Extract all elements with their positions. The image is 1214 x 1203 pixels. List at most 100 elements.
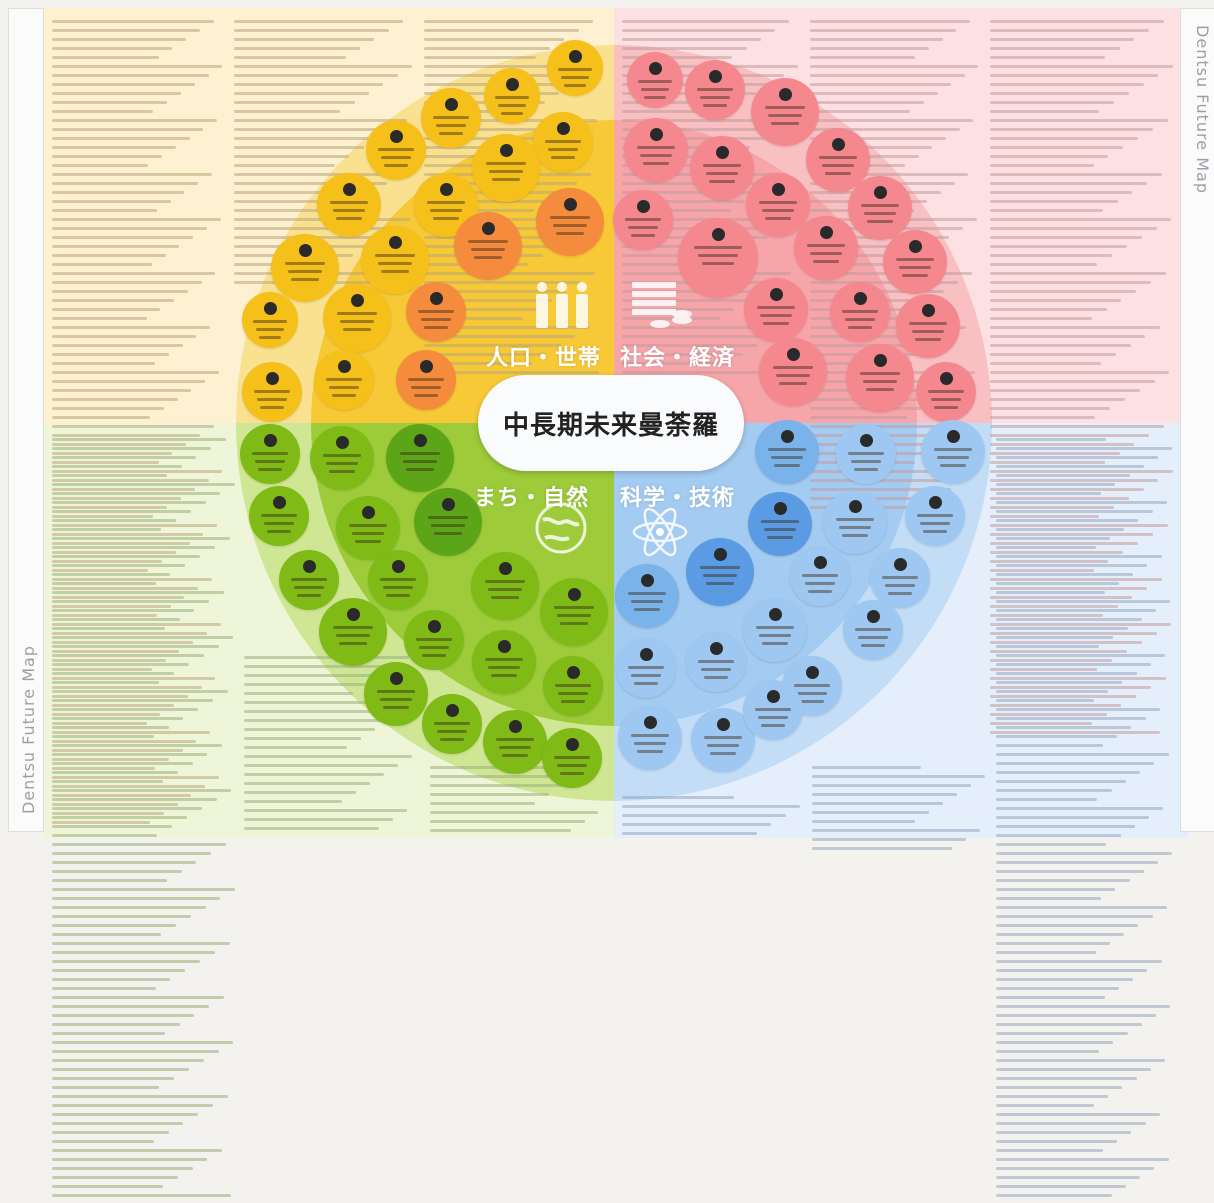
topic-circle-text-line — [755, 626, 795, 629]
topic-circle — [533, 112, 593, 172]
text-line — [244, 701, 418, 704]
text-line — [52, 326, 211, 329]
text-line — [52, 924, 176, 927]
topic-circle-text-line — [414, 394, 438, 397]
text-line — [622, 38, 761, 41]
text-line — [52, 371, 219, 374]
topic-circle-text-line — [297, 594, 321, 597]
topic-circle-text-line — [931, 398, 961, 401]
topic-circle-dot — [427, 620, 441, 633]
text-line — [622, 209, 731, 212]
topic-circle-dot — [873, 186, 887, 199]
topic-circle-text-line — [437, 730, 467, 733]
topic-circle-text-line — [802, 574, 838, 577]
text-line — [52, 1131, 169, 1134]
text-line — [996, 978, 1134, 981]
topic-circle-dot — [859, 434, 873, 447]
topic-circle-text-line — [322, 454, 362, 457]
topic-circle-text-line — [378, 148, 414, 151]
topic-circle-text-line — [257, 398, 287, 401]
topic-circle — [314, 350, 374, 410]
atom-icon — [632, 507, 688, 557]
topic-circle — [870, 548, 930, 608]
text-line — [52, 776, 219, 779]
topic-circle-dot — [708, 70, 722, 83]
text-line — [810, 245, 936, 248]
people-icon — [536, 282, 588, 328]
future-map: Dentsu Future Map Dentsu Future Map — [8, 8, 1214, 1197]
topic-circle-text-line — [558, 68, 592, 71]
text-line — [52, 470, 223, 473]
text-line — [810, 92, 938, 95]
topic-circle — [368, 550, 428, 610]
text-line — [52, 897, 221, 900]
text-line — [52, 717, 184, 720]
text-line — [244, 728, 376, 731]
text-line — [52, 713, 161, 716]
text-line — [990, 569, 1094, 572]
text-line — [234, 20, 404, 23]
text-line — [52, 551, 176, 554]
topic-circle — [744, 278, 808, 342]
topic-circle-dot — [361, 506, 375, 519]
text-line — [52, 722, 147, 725]
topic-circle-text-line — [643, 96, 667, 99]
text-line — [990, 263, 1098, 266]
topic-circle-text-line — [411, 386, 441, 389]
topic-circle-dot — [346, 608, 360, 621]
text-line — [990, 470, 1174, 473]
topic-circle-dot — [444, 98, 458, 111]
text-line — [990, 407, 1111, 410]
text-line — [52, 632, 207, 635]
text-line — [234, 110, 341, 113]
text-line — [996, 1122, 1146, 1125]
text-line — [424, 290, 567, 293]
text-line — [52, 483, 236, 486]
text-line — [990, 119, 1168, 122]
topic-circle-dot — [819, 226, 833, 239]
text-line — [996, 564, 1148, 567]
text-line — [996, 1113, 1160, 1116]
topic-circle-dot — [848, 500, 862, 513]
topic-circle-text-line — [848, 326, 872, 329]
text-line — [424, 371, 599, 374]
text-line — [52, 218, 221, 221]
text-line — [52, 398, 178, 401]
text-line — [996, 1014, 1157, 1017]
text-line — [996, 1194, 1112, 1197]
topic-circle-dot — [441, 498, 455, 511]
text-line — [52, 843, 226, 846]
text-line — [234, 164, 335, 167]
text-line — [810, 173, 969, 176]
topic-circle-text-line — [399, 452, 441, 455]
text-line — [424, 29, 579, 32]
text-line — [990, 146, 1124, 149]
text-line — [990, 227, 1157, 230]
text-line — [52, 434, 200, 437]
text-line — [52, 888, 236, 891]
topic-circle-dot — [499, 144, 513, 157]
topic-circle — [240, 424, 300, 484]
text-line — [812, 784, 972, 787]
text-line — [52, 821, 151, 824]
topic-circle-text-line — [422, 654, 446, 657]
text-line — [622, 371, 795, 374]
text-line — [996, 870, 1144, 873]
text-line — [52, 942, 230, 945]
text-line — [812, 775, 986, 778]
text-line — [990, 452, 1120, 455]
text-line — [810, 479, 965, 482]
text-line — [996, 762, 1155, 765]
topic-circle-text-line — [641, 88, 669, 91]
topic-circle-dot — [445, 704, 459, 717]
text-line — [990, 497, 1129, 500]
text-line — [812, 802, 944, 805]
text-line — [52, 519, 176, 522]
topic-circle — [896, 294, 960, 358]
topic-circle-text-line — [706, 172, 738, 175]
text-line — [244, 683, 367, 686]
text-line — [52, 573, 171, 576]
text-line — [996, 816, 1150, 819]
topic-circle-text-line — [380, 698, 412, 701]
ring-science — [614, 423, 992, 801]
